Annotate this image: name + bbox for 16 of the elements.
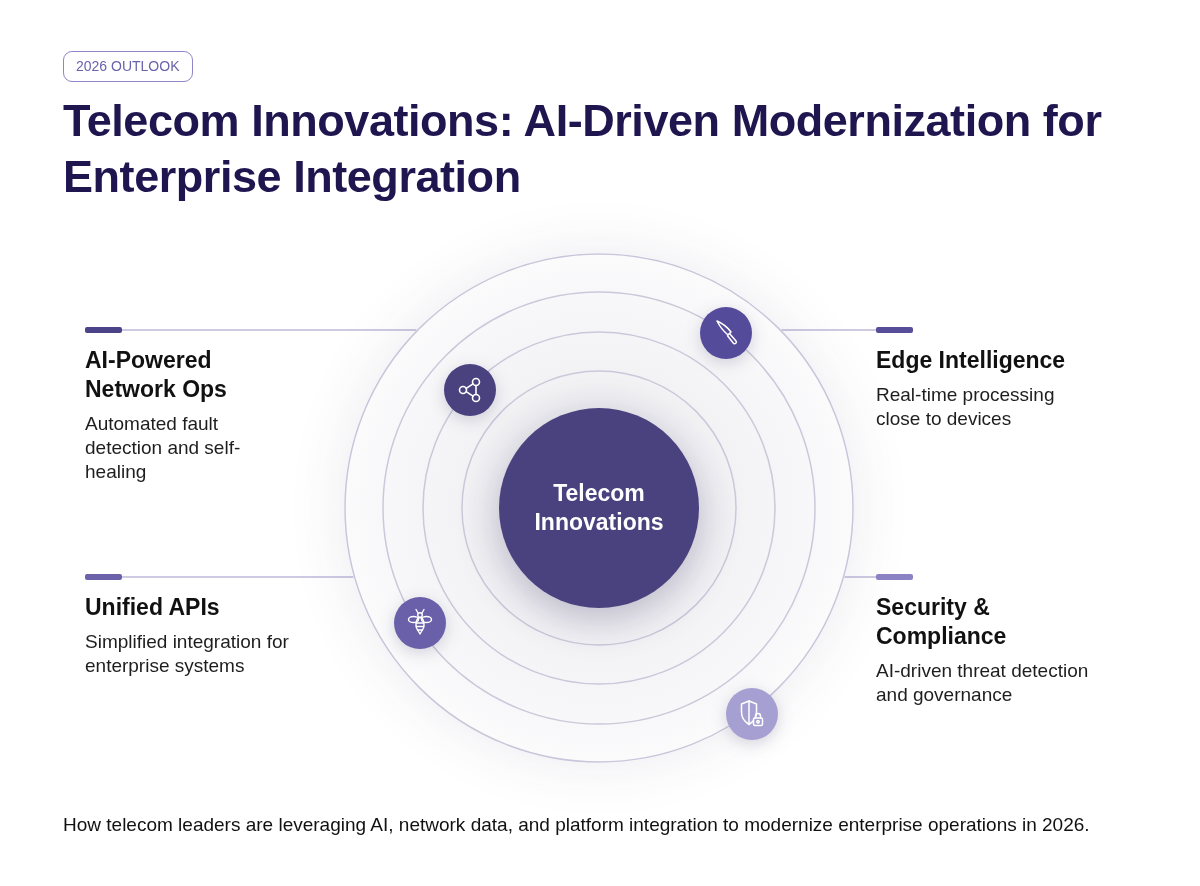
item-description: Automated fault detection and self-healing [85,412,242,484]
leader-line [843,576,877,578]
item-heading: Security & Compliance [876,593,1008,651]
tag-badge: 2026 OUTLOOK [63,51,193,82]
item-heading: Unified APIs [85,593,221,622]
outer-orbit-ring [344,253,854,763]
item-heading: Edge Intelligence [876,346,1067,375]
leader-line [121,576,355,578]
item-description: Real-time processing close to devices [876,383,1056,431]
leader-line [780,329,877,331]
item-description: AI-driven threat detection and governance [876,659,1090,707]
item-description: Simplified integration for enterprise systems [85,630,290,678]
title: Telecom Innovations: AI-Driven Modernization for Enterprise Integration [63,94,1103,204]
item-heading: AI-Powered Network Ops [85,346,228,404]
caption: How telecom leaders are leveraging AI, network data, and platform integration to modernize enterprise operations in 2026. [63,813,1090,837]
leader-line [121,329,418,331]
